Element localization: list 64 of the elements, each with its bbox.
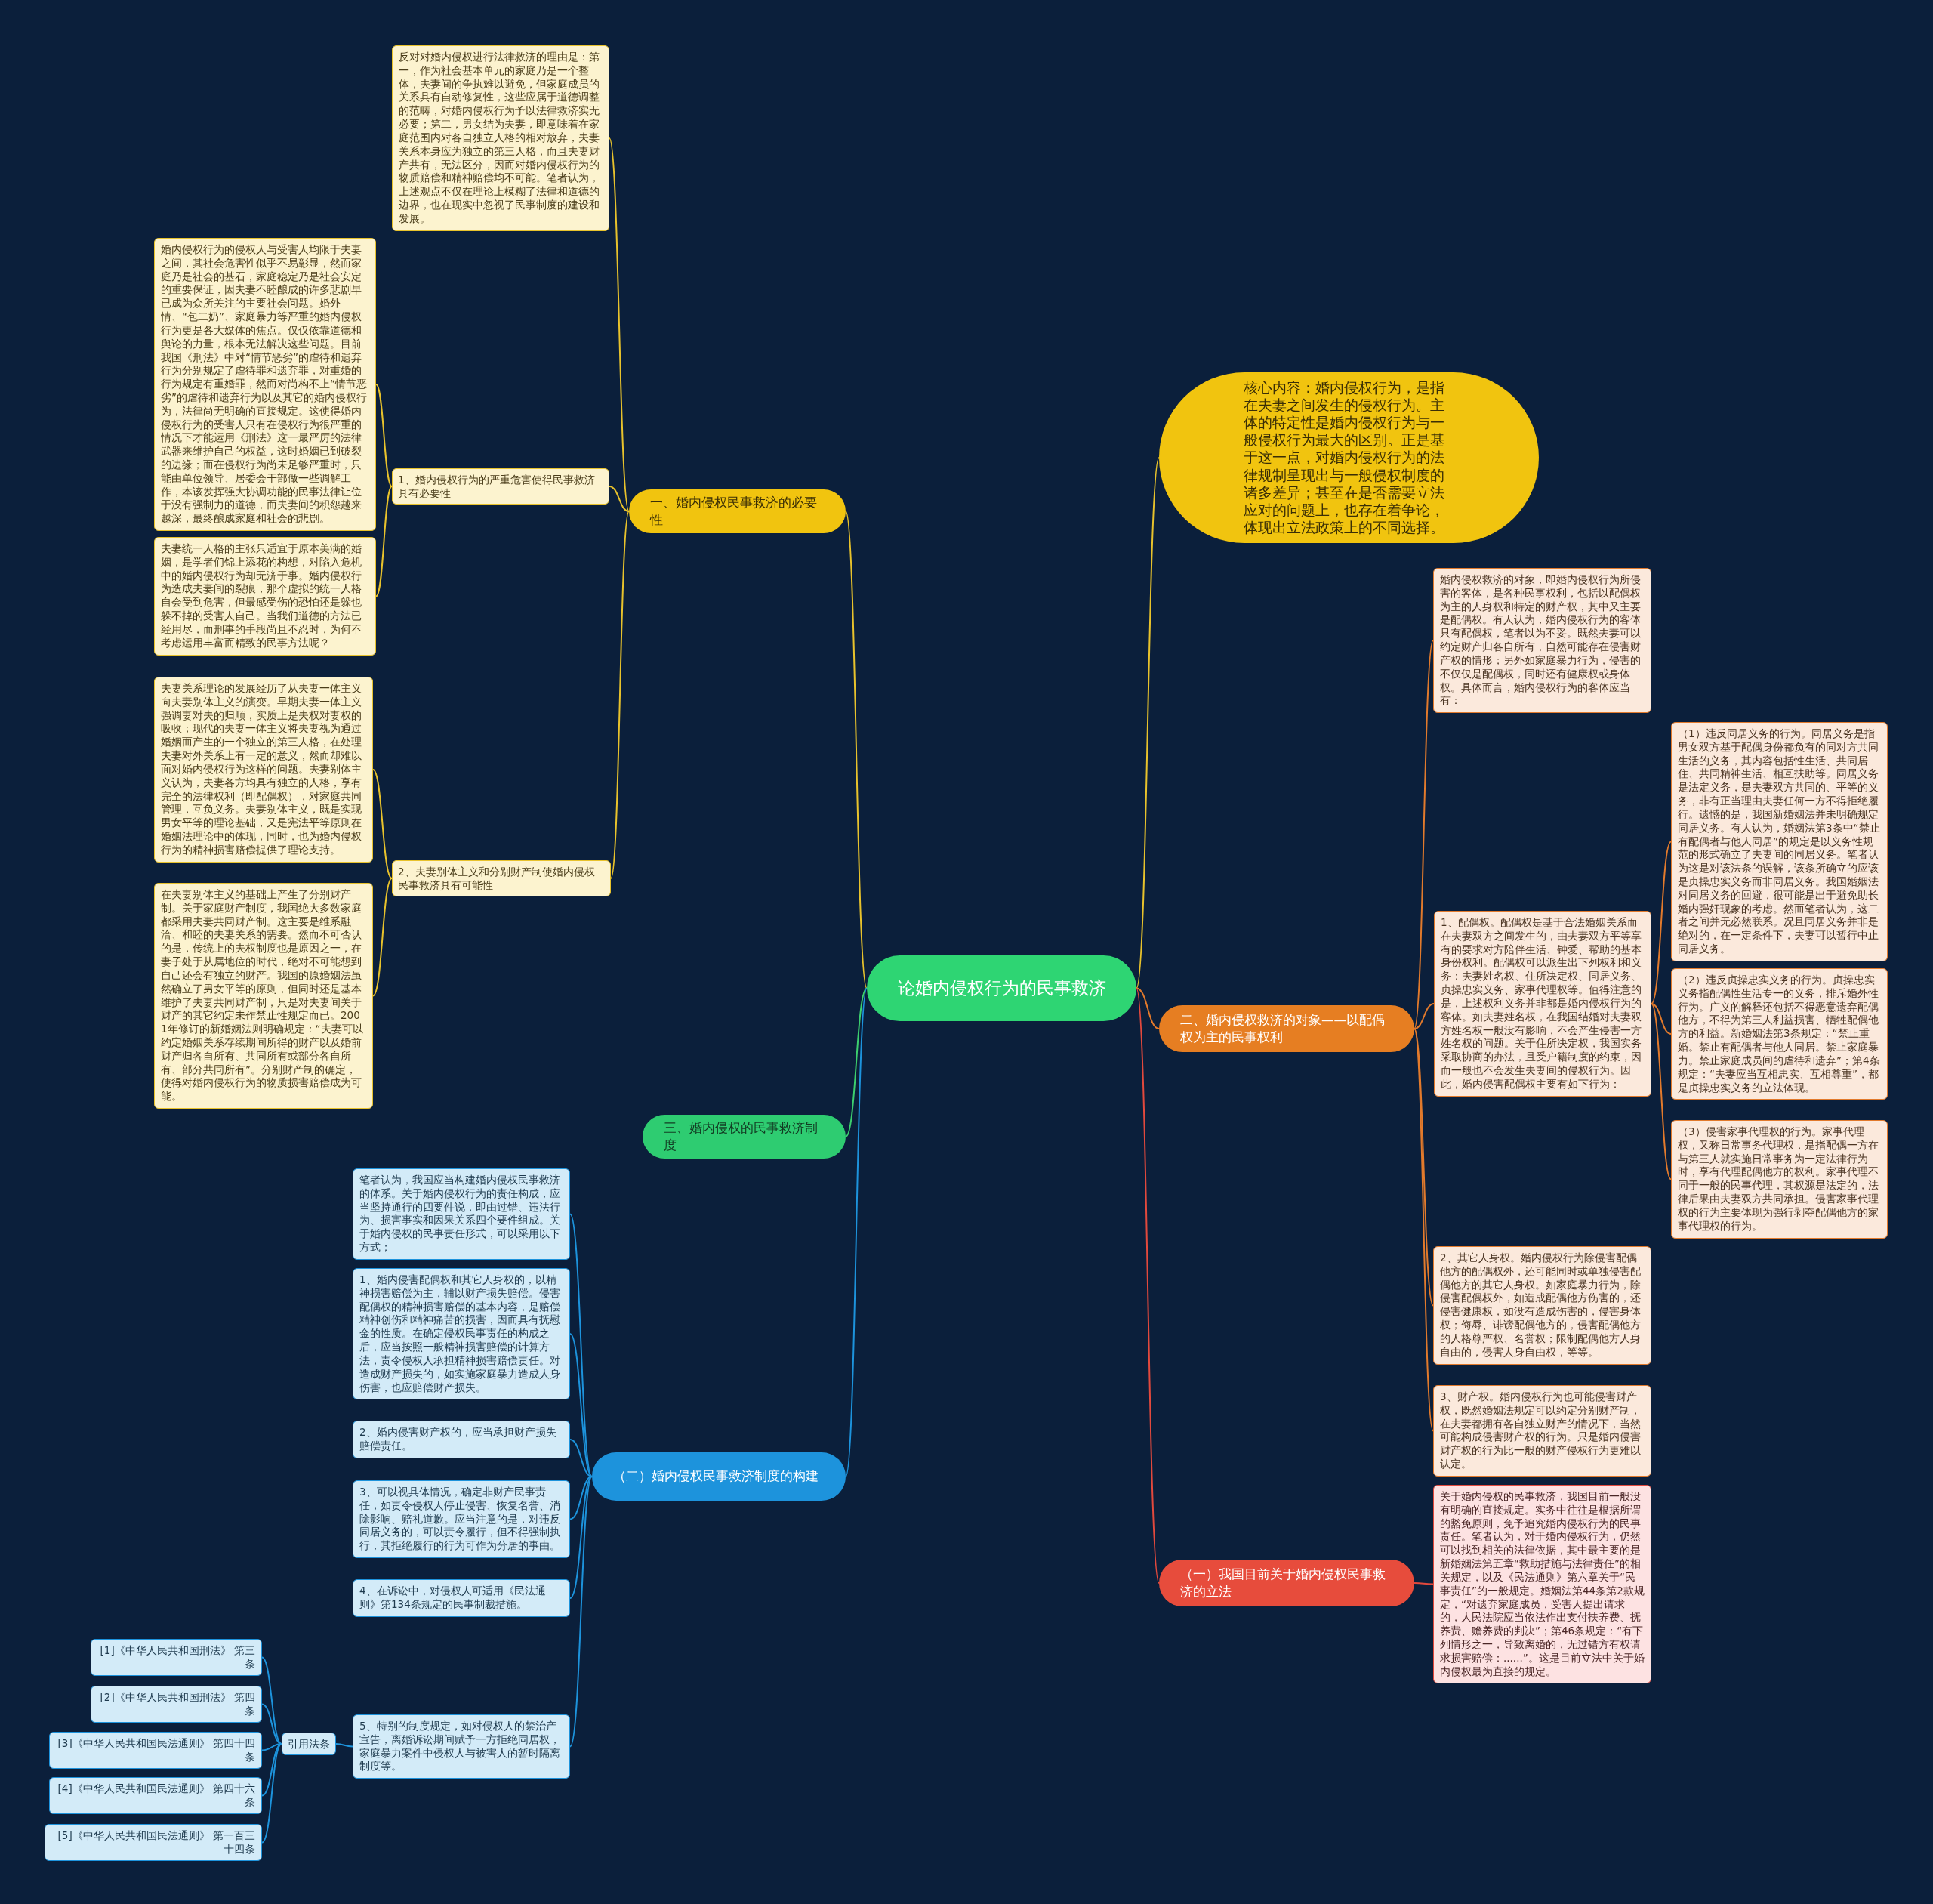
connector-line <box>1651 1003 1672 1180</box>
connector-line <box>261 1743 282 1844</box>
text-card: 笔者认为，我国应当构建婚内侵权民事救济的体系。关于婚内侵权行为的责任构成，应当坚持通行的四要件说，即由过错、违法行为、损害事实和因果关系四个要件组成。关于婚内侵权的民事责任形式，可以采用以下方式； <box>353 1168 570 1260</box>
connector-line <box>845 511 868 989</box>
central-topic: 论婚内侵权行为的民事救济 <box>867 955 1136 1021</box>
connector-line <box>569 1333 593 1477</box>
text-card: （3）侵害家事代理权的行为。家事代理权，又称日常事务代理权，是指配偶一方在与第三人就实施日常事务为一定法律行为时，享有代理配偶他方的权利。家事代理不同于一般的民事代理，其权源是法定的，法律后果由夫妻双方共同承担。侵害家事代理权的行为主要体现为强行剥夺配偶他方的家事代理权的行为。 <box>1671 1120 1888 1239</box>
text-card: 4、在诉讼中，对侵权人可适用《民法通则》第134条规定的民事制裁措施。 <box>353 1579 570 1617</box>
reference-item: [5]《中华人民共和国民法通则》 第一百三十四条 <box>45 1824 262 1862</box>
text-card: 夫妻统一人格的主张只适宜于原本美满的婚姻，是学者们锦上添花的构想，对陷入危机中的婚内侵权行为却无济于事。婚内侵权行为造成夫妻间的裂痕，那个虚拟的统一人格自会受到危害，但最感受伤的恐怕还是躲也躲不掉的受害人自己。当我们道德的方法已经用尽，而刑事的手段尚且不忍时，为何不考虑运用丰富而精致的民事方法呢？ <box>154 537 376 656</box>
connector-line <box>845 987 868 1477</box>
connector-line <box>609 137 630 512</box>
connector-line <box>261 1656 282 1745</box>
text-card: （1）违反同居义务的行为。同居义务是指男女双方基于配偶身份都负有的同对方共同生活的义务，其内容包括性生活、共同居住、共同精神生活、相互扶助等。同居义务是法定义务，是夫妻双方共同的、平等的义务，非有正当理由夫妻任何一方不得拒绝履行。遗憾的是，我国新婚姻法并未明确规定同居义务。有人认为，婚姻法第3条中“禁止有配偶者与他人同居”的规定是以义务性规范的形式确立了夫妻间的同居义务。笔者认为这是对该法条的误解，该条所确立的应该是贞操忠实义务而非同居义务。我国婚姻法对同居义务的回避，很可能是出于避免助长婚内强奸现象的考虑。然而笔者认为，这二者之间并无必然联系。况且同居义务并非是绝对的，在一定条件下，夫妻可以暂行中止同居义务。 <box>1671 722 1888 961</box>
connector-line <box>261 1743 282 1797</box>
text-card: （2）违反贞操忠实义务的行为。贞操忠实义务指配偶性生活专一的义务，排斥婚外性行为。广义的解释还包括不得恶意遗弃配偶他方，不得为第三人利益损害、牺牲配偶他方的利益。新婚姻法第3条规定：“禁止重婚。禁止有配偶者与他人同居。禁止家庭暴力。禁止家庭成员间的虐待和遗弃”；第4条规定：“夫妻应当互相忠实、互相尊重”，都是贞操忠实义务的立法体现。 <box>1671 968 1888 1100</box>
connector-line <box>375 486 393 597</box>
connector-line <box>1414 1028 1434 1432</box>
text-card: 反对对婚内侵权进行法律救济的理由是：第一，作为社会基本单元的家庭乃是一个整体，夫妻间的争执难以避免，但家庭成员的关系具有自动修复性，这些应属于道德调整的范畴，对婚内侵权行为予以法律救济实无必要；第二，男女结为夫妻，即意味着在家庭范围内对各自独立人格的相对放弃，夫妻关系本身应为独立的第三人格，而且夫妻财产共有，无法区分，因而对婚内侵权行为的物质赔偿和精神赔偿均不可能。笔者认为，上述观点不仅在理论上模糊了法律和道德的边界，也在现实中忽视了民事制度的建设和发展。 <box>392 45 609 231</box>
branch-topic: 一、婚内侵权民事救济的必要性 <box>629 489 846 534</box>
core-content-pill: 核心内容：婚内侵权行为，是指在夫妻之间发生的侵权行为。主体的特定性是婚内侵权行为与一般侵权行为最大的区别。正是基于这一点，对婚内侵权行为的法律规制呈现出与一般侵权制度的诸多差异；甚至在是否需要立法应对的问题上，也存在着争论，体现出立法政策上的不同选择。 <box>1159 372 1539 543</box>
text-card: 3、可以视具体情况，确定非财产民事责任，如责令侵权人停止侵害、恢复名誉、消除影响、赔礼道歉。应当注意的是，对违反同居义务的，可以责令履行，但不得强制执行，其拒绝履行的行为可作为分居的事由。 <box>353 1480 570 1559</box>
subtopic-box: 引用法条 <box>282 1733 336 1756</box>
connector-line <box>375 384 393 487</box>
reference-item: [3]《中华人民共和国民法通则》 第四十四条 <box>49 1732 262 1770</box>
connector-line <box>845 987 868 1137</box>
connector-line <box>261 1703 282 1745</box>
text-card: 2、其它人身权。婚内侵权行为除侵害配偶他方的配偶权外，还可能同时或单独侵害配偶他方的其它人身权。如家庭暴力行为，除侵害配偶权外，如造成配偶他方伤害的，还侵害健康权，如没有造成伤害的，侵害身体权；侮辱、诽谤配偶他方的，侵害配偶他方的人格尊严权、名誉权；限制配偶他方人身自由的，侵害人身自由权，等等。 <box>1433 1246 1651 1365</box>
connector-line <box>1136 987 1160 1029</box>
text-card: 5、特别的制度规定，如对侵权人的禁治产宣告，离婚诉讼期间赋予一方拒绝同居权，家庭暴力案件中侵权人与被害人的暂时隔离制度等。 <box>353 1714 570 1779</box>
branch-topic: （一）我国目前关于婚内侵权民事救济的立法 <box>1159 1560 1414 1606</box>
text-card: 婚内侵权行为的侵权人与受害人均限于夫妻之间，其社会危害性似乎不易彰显，然而家庭乃是社会的基石，家庭稳定乃是社会安定的重要保证，因夫妻不睦酿成的许多悲剧早已成为众所关注的主要社会问题。婚外情、“包二奶”、家庭暴力等严重的婚内侵权行为更是各大媒体的焦点。仅仅依靠道德和舆论的力量，根本无法解决这些问题。目前我国《刑法》中对“情节恶劣”的虐待和遗弃行为分别规定了虐待罪和遗弃罪，对重婚的行为规定有重婚罪，然而对尚构不上“情节恶劣”的虐待和遗弃行为以及其它的婚内侵权行为，法律尚无明确的直接规定。这使得婚内侵权行为的受害人只有在侵权行为很严重的情况下才能运用《刑法》这一最严厉的法律武器来维护自己的权益，这时婚姻已到破裂的边缘；而在侵权行为尚未足够严重时，只能由单位领导、居委会干部做一些调解工作，本该发挥强大协调功能的民事法律让位于没有强制力的道德，而夫妻间的积怨越来越深，最终酿成家庭和社会的悲剧。 <box>154 238 376 532</box>
connector-line <box>569 1439 593 1477</box>
connector-line <box>372 878 393 997</box>
text-card: 在夫妻别体主义的基础上产生了分别财产制。关于家庭财产制度，我国绝大多数家庭都采用夫妻共同财产制。这主要是维系融洽、和睦的夫妻关系的需要。然而不可否认的是，传统上的夫权制度也是原因之一，在妻子处于从属地位的时代，绝对不可能想到自己还会有独立的财产。我国的原婚姻法虽然确立了男女平等的原则，但同时还是基本维护了夫妻共同财产制，只是对夫妻间关于财产的其它约定未作禁止性规定而已。2001年修订的新婚姻法则明确规定：“夫妻可以约定婚姻关系存续期间所得的财产以及婚前财产归各自所有、共同所有或部分各自所有、部分共同所有”。分别财产制的确定，使得对婚内侵权行为的物质损害赔偿成为可能。 <box>154 883 373 1109</box>
connector-line <box>1651 1003 1672 1035</box>
connector-line <box>609 486 630 512</box>
connector-line <box>1136 457 1160 989</box>
connector-line <box>1414 1582 1434 1585</box>
text-card: 关于婚内侵权的民事救济，我国目前一般没有明确的直接规定。实务中往往是根据所谓的豁免原则，免予追究婚内侵权行为的民事责任。笔者认为，对于婚内侵权行为，仍然可以找到相关的法律依据，其中最主要的是新婚姻法第五章“救助措施与法律责任”的相关规定，以及《民法通则》第六章关于“民事责任”的一般规定。婚姻法第44条第2款规定，“对遗弃家庭成员，受害人提出请求的，人民法院应当依法作出支付扶养费、抚养费、赡养费的判决”；第46条规定：“有下列情形之一，导致离婚的，无过错方有权请求损害赔偿：......”。这是目前立法中关于婚内侵权最为直接的规定。 <box>1433 1485 1651 1684</box>
text-card: 1、婚内侵害配偶权和其它人身权的，以精神损害赔偿为主，辅以财产损失赔偿。侵害配偶权的精神损害赔偿的基本内容，是赔偿精神创伤和精神痛苦的损害，因而具有抚慰金的性质。在确定侵权民事责任的构成之后，应当按照一般精神损害赔偿的计算方法，责令侵权人承担精神损害赔偿责任。对造成财产损失的，如实施家庭暴力造成人身伤害，也应赔偿财产损失。 <box>353 1268 570 1400</box>
subtopic-box: 1、婚内侵权行为的严重危害使得民事救济具有必要性 <box>392 468 609 505</box>
reference-item: [2]《中华人民共和国刑法》 第四条 <box>91 1686 262 1723</box>
reference-item: [4]《中华人民共和国民法通则》 第四十六条 <box>49 1777 262 1815</box>
text-card: 1、配偶权。配偶权是基于合法婚姻关系而在夫妻双方之间发生的，由夫妻双方平等享有的要求对方陪伴生活、钟爱、帮助的基本身份权利。配偶权可以派生出下列权利和义务：夫妻姓名权、住所决定权、同居义务、贞操忠实义务、家事代理权等。值得注意的是，上述权利义务并非都是婚内侵权行为的客体。如夫妻姓名权，在我国结婚对夫妻双方姓名权一般没有影响，不会产生侵害一方姓名权的问题。关于住所决定权，我国实务采取协商的办法，且受户籍制度的约束，因而一般也不会发生夫妻间的侵权行为。因此，婚内侵害配偶权主要有如下行为： <box>1434 911 1651 1097</box>
connector-line <box>610 511 630 879</box>
subtopic-box: 2、夫妻别体主义和分别财产制使婚内侵权民事救济具有可能性 <box>392 860 611 897</box>
text-card: 2、婚内侵害财产权的，应当承担财产损失赔偿责任。 <box>353 1421 570 1458</box>
branch-topic: 三、婚内侵权的民事救济制度 <box>643 1115 846 1159</box>
connector-line <box>569 1476 593 1748</box>
connector-line <box>335 1743 353 1748</box>
connector-line <box>1414 640 1434 1029</box>
branch-topic: （二）婚内侵权民事救济制度的构建 <box>592 1452 846 1501</box>
connector-line <box>1651 841 1672 1004</box>
reference-item: [1]《中华人民共和国刑法》 第三条 <box>91 1639 262 1677</box>
connector-line <box>372 769 393 879</box>
text-card: 夫妻关系理论的发展经历了从夫妻一体主义向夫妻别体主义的演变。早期夫妻一体主义强调妻对夫的归顺，实质上是夫权对妻权的吸收；现代的夫妻一体主义将夫妻视为通过婚姻而产生的一个独立的第三人格，在处理夫妻对外关系上有一定的意义，然而却难以面对婚内侵权行为这样的问题。夫妻别体主义认为，夫妻各方均具有独立的人格，享有完全的法律权利（即配偶权），对家庭共同管理，互负义务。夫妻别体主义，既是实现男女平等的理论基础，又是宪法平等原则在婚姻法理论中的体现，同时，也为婚内侵权行为的精神损害赔偿提供了理论支持。 <box>154 677 373 863</box>
connector-line <box>569 1476 593 1599</box>
branch-topic: 二、婚内侵权救济的对象——以配偶权为主的民事权利 <box>1159 1005 1414 1052</box>
connector-line <box>1136 987 1160 1584</box>
text-card: 婚内侵权救济的对象，即婚内侵权行为所侵害的客体，是各种民事权利，包括以配偶权为主的人身权和特定的财产权，其中又主要是配偶权。有人认为，婚内侵权行为的客体只有配偶权，笔者以为不妥。既然夫妻可以约定财产归各自所有，自然可能存在侵害财产权的情形；另外如家庭暴力行为，侵害的不仅仅是配偶权，同时还有健康权或身体权。具体而言，婚内侵权行为的客体应当有： <box>1433 568 1651 714</box>
text-card: 3、财产权。婚内侵权行为也可能侵害财产权，既然婚姻法规定可以约定分别财产制，在夫妻都拥有各自独立财产的情况下，当然可能构成侵害财产权的行为。只是婚内侵害财产权的行为比一般的财产侵权行为更难以认定。 <box>1433 1385 1651 1477</box>
connector-line <box>569 1213 593 1477</box>
connector-line <box>1414 1003 1435 1029</box>
